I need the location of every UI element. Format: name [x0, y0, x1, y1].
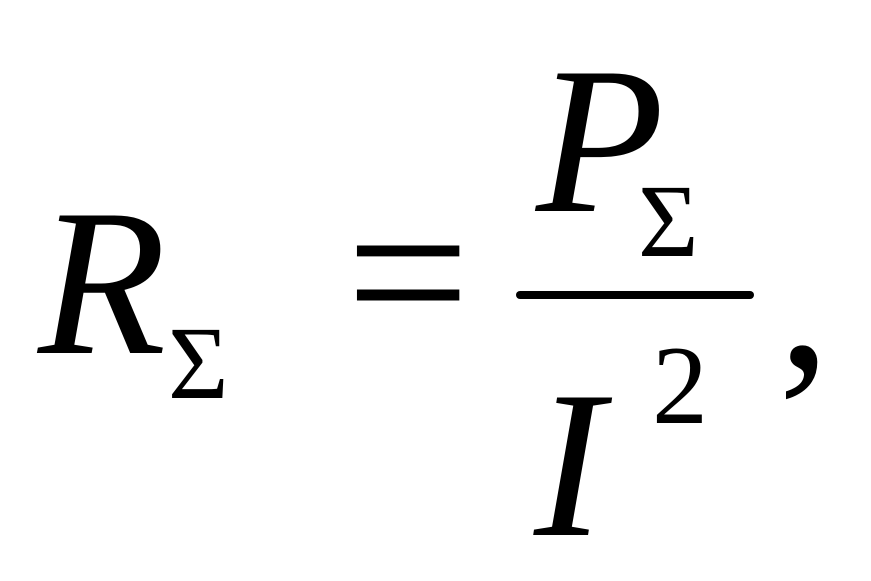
lhs-symbol: R	[38, 167, 167, 399]
numerator-symbol: P	[536, 25, 665, 257]
trailing-comma: ,	[778, 181, 831, 413]
denominator-symbol: I	[534, 349, 604, 581]
lhs-subscript: Σ	[168, 306, 229, 421]
fraction-bar	[516, 291, 754, 299]
numerator-subscript: Σ	[638, 164, 699, 279]
denominator-superscript: 2	[652, 324, 708, 448]
equals-sign: =	[346, 150, 471, 394]
